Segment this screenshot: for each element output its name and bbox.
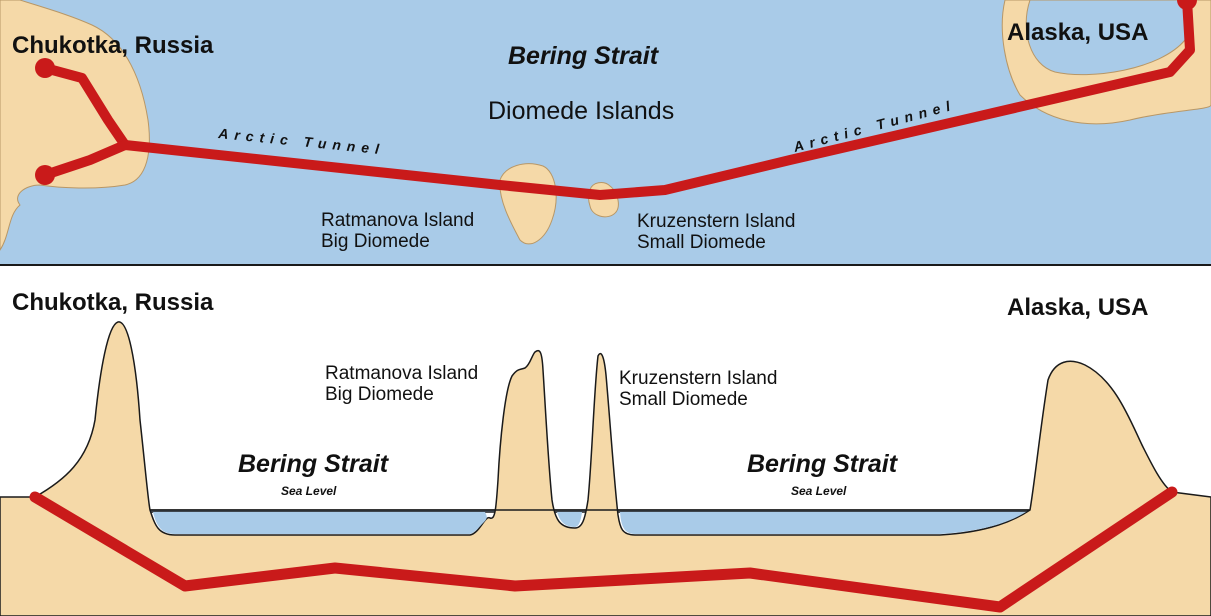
alaska-bay xyxy=(1025,0,1191,76)
profile-region-left-label: Chukotka, Russia xyxy=(12,289,214,316)
profile-region-right-label: Alaska, USA xyxy=(1007,294,1149,321)
terrain-profile xyxy=(0,321,1211,616)
profile-island-small-alt: Small Diomede xyxy=(619,388,748,410)
map-tunnel-route xyxy=(40,0,1195,200)
map-island-small-name: Kruzenstern Island xyxy=(637,211,796,232)
map-title: Bering Strait xyxy=(508,42,659,70)
sea-water-fill xyxy=(153,512,487,534)
profile-island-big-alt: Big Diomede xyxy=(325,383,434,405)
map-panel: Arctic Tunnel Arctic Tunnel xyxy=(0,0,1211,265)
sea-water-fill xyxy=(557,512,582,527)
profile-island-big-label: Ratmanova Island Big Diomede xyxy=(325,363,479,406)
map-tunnel-endpoint xyxy=(35,165,55,185)
profile-island-small-name: Kruzenstern Island xyxy=(619,368,778,389)
profile-strait-right-sea-level: Sea Level xyxy=(791,484,847,498)
map-region-left-label: Chukotka, Russia xyxy=(12,32,214,59)
map-tunnel-endpoint xyxy=(35,58,55,78)
sea-water-fill xyxy=(620,512,1026,534)
map-island-big-name: Ratmanova Island xyxy=(321,210,475,231)
map-island-small-alt: Small Diomede xyxy=(637,231,766,253)
map-island-big-label: Ratmanova Island Big Diomede xyxy=(321,210,475,253)
map-island-big-alt: Big Diomede xyxy=(321,230,430,252)
profile-tunnel-route xyxy=(29,486,1178,613)
profile-island-small-label: Kruzenstern Island Small Diomede xyxy=(619,368,778,411)
profile-strait-right-title: Bering Strait xyxy=(747,450,898,478)
profile-panel xyxy=(0,266,1211,616)
map-subtitle: Diomede Islands xyxy=(488,97,675,125)
profile-strait-left-title: Bering Strait xyxy=(238,450,389,478)
map-tunnel-endpoint xyxy=(1177,0,1197,10)
map-island-small-label: Kruzenstern Island Small Diomede xyxy=(637,211,796,254)
profile-strait-left-sea-level: Sea Level xyxy=(281,484,337,498)
profile-island-big-name: Ratmanova Island xyxy=(325,363,479,384)
map-region-right-label: Alaska, USA xyxy=(1007,19,1149,46)
